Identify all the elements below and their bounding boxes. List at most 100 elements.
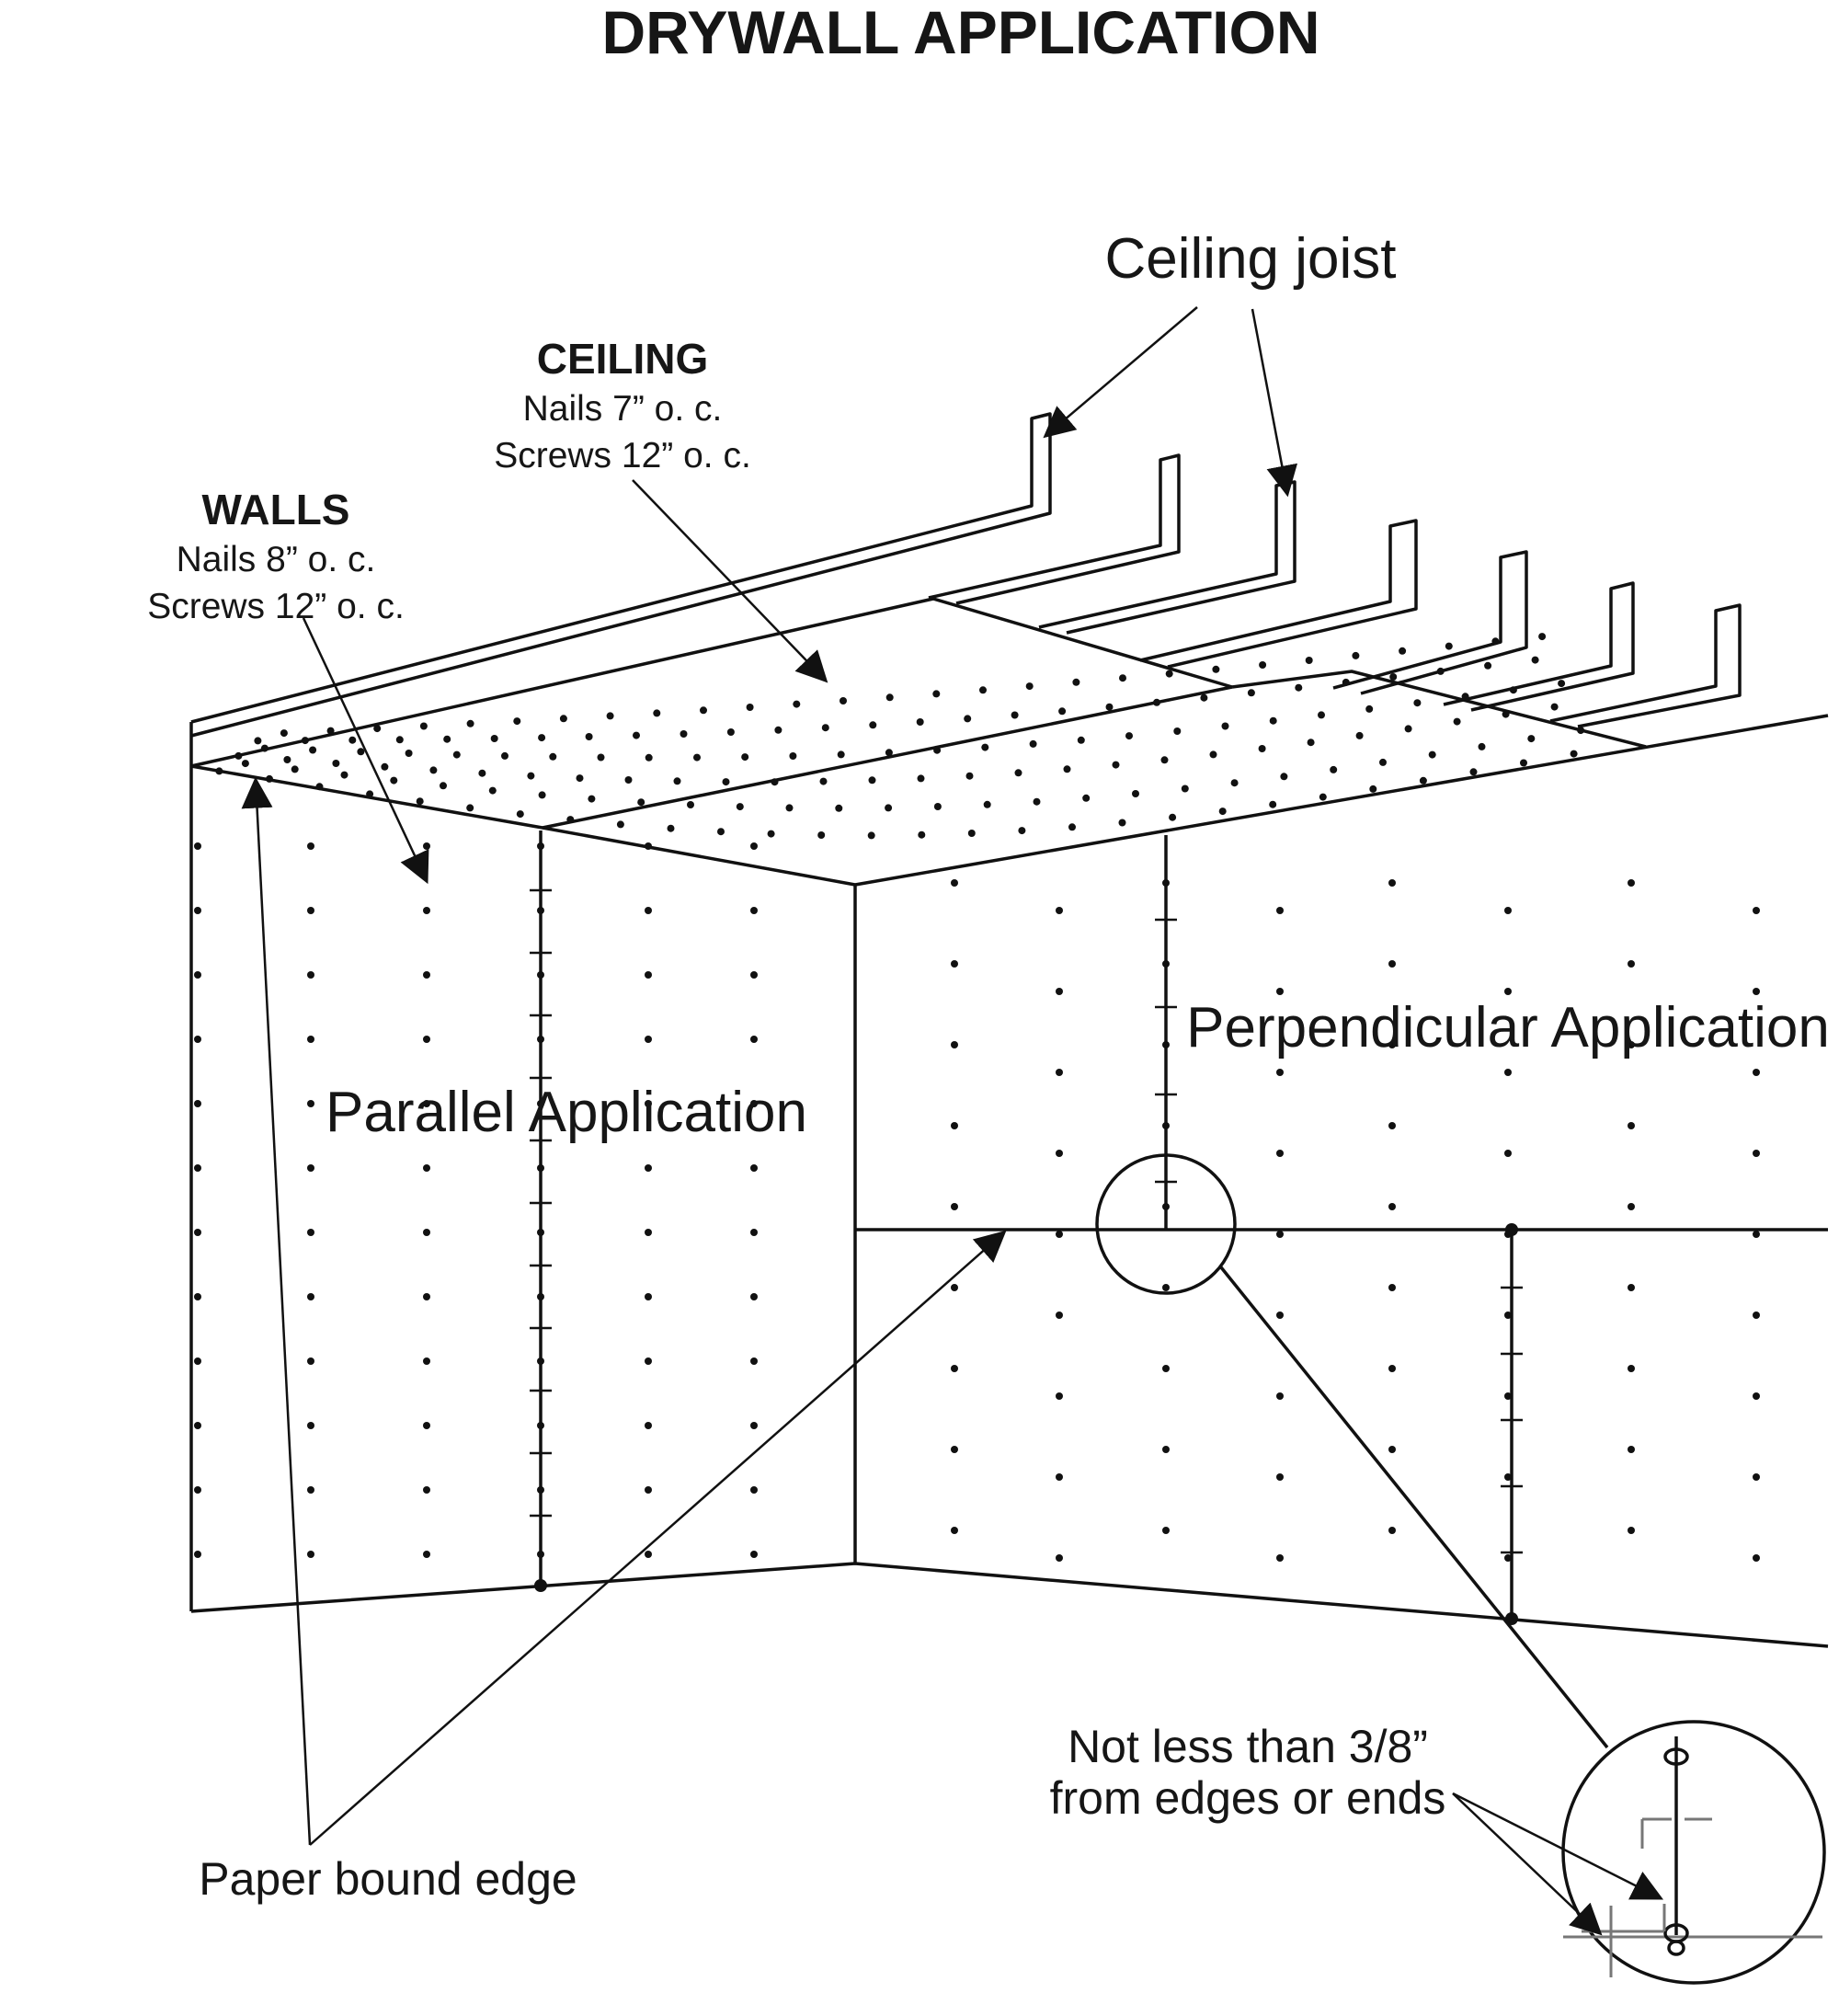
fastener-dot: [750, 842, 758, 850]
fastener-dot: [1221, 722, 1229, 730]
fastener-dot: [750, 1422, 758, 1429]
fastener-dot: [1119, 674, 1126, 682]
fastener-dot: [1276, 1312, 1284, 1319]
fastener-dot: [1276, 1231, 1284, 1238]
fastener-dot: [1628, 1203, 1635, 1210]
fastener-dot: [1063, 765, 1071, 773]
joist-6: [1443, 581, 1635, 712]
fastener-dot: [645, 1486, 652, 1494]
joist-5: [1332, 550, 1528, 695]
fastener-dot: [1209, 750, 1217, 759]
fastener-dot: [194, 1100, 201, 1107]
fastener-dot: [340, 771, 348, 779]
fastener-dot: [307, 1357, 314, 1365]
fastener-dot: [1399, 647, 1407, 655]
fastener-dot: [667, 824, 675, 832]
fastener-dot: [726, 728, 735, 736]
ceiling-panels: [190, 597, 1829, 887]
fastener-dot: [837, 750, 845, 759]
fastener-dot: [750, 1164, 758, 1172]
fastener-dot: [1453, 717, 1461, 726]
fastener-dot: [1342, 678, 1350, 686]
fastener-dot: [1181, 785, 1189, 793]
fastener-dot: [1173, 727, 1182, 735]
fastener-dot: [1404, 725, 1412, 733]
fastener-dot: [951, 1284, 958, 1291]
fastener-dot: [1033, 797, 1041, 806]
fastener-dot: [1538, 633, 1547, 641]
fastener-dot: [1169, 813, 1177, 821]
fastener-dot: [1218, 808, 1227, 816]
fastener-dot: [1628, 1527, 1635, 1534]
fastener-dot: [585, 733, 593, 740]
fastener-dot: [283, 756, 291, 763]
fastener-dot: [1388, 879, 1396, 887]
fastener-dot: [1295, 683, 1303, 692]
fastener-dot: [750, 1100, 758, 1107]
fastener-dot: [537, 1100, 544, 1107]
fastener-dot: [537, 1486, 544, 1494]
fastener-dot: [1269, 716, 1277, 725]
fastener-dot: [194, 971, 201, 979]
fastener-dot: [559, 715, 567, 723]
fastener-dot: [381, 762, 389, 771]
fastener-dot: [194, 1551, 201, 1558]
fastener-dot: [537, 1551, 544, 1558]
fastener-dot: [1531, 656, 1539, 664]
fastener-dot: [750, 907, 758, 914]
fastener-dot: [194, 842, 201, 850]
fastener-dot: [1436, 667, 1445, 675]
ceiling-nails-spec: Nails 7” o. c.: [523, 389, 723, 429]
edge-distance-line2: from edges or ends: [1050, 1772, 1446, 1824]
fastener-dot: [1388, 1365, 1396, 1372]
fastener-dot: [1504, 1392, 1512, 1400]
fastener-dot: [736, 803, 744, 811]
fastener-dot: [722, 778, 730, 786]
fastener-dot: [307, 842, 314, 850]
fastener-dot: [1280, 773, 1288, 781]
fastener-dot: [645, 1164, 652, 1172]
fastener-dot: [951, 1365, 958, 1372]
fastener-dot: [1379, 758, 1387, 766]
fastener-dot: [405, 750, 413, 757]
fastener-dot: [1504, 1069, 1512, 1076]
fastener-dot: [1276, 1069, 1284, 1076]
fastener-dot: [307, 1036, 314, 1043]
fastener-dot: [1230, 779, 1239, 787]
fastener-dot: [1388, 960, 1396, 968]
fastener-dot: [967, 830, 976, 837]
fastener-dot: [868, 776, 876, 785]
fastener-dot: [488, 786, 497, 795]
fastener-dot: [951, 879, 958, 887]
fastener-dot: [1753, 1312, 1760, 1319]
fastener-dot: [645, 1422, 652, 1429]
fastener-dot: [645, 753, 653, 762]
fastener-dot: [423, 1551, 430, 1558]
fastener-dot: [452, 750, 461, 759]
fastener-dot: [1056, 907, 1063, 914]
fastener-dot: [291, 765, 299, 773]
fastener-dot: [466, 719, 474, 727]
fastener-dot: [1132, 790, 1139, 797]
fastener-dot: [645, 1293, 652, 1300]
fastener-dot: [443, 735, 451, 743]
fastener-dot: [1388, 1527, 1396, 1534]
fastener-dot: [767, 830, 775, 838]
fastener-dot: [885, 804, 893, 812]
fastener-dot: [194, 1422, 201, 1429]
fastener-dot: [1369, 785, 1377, 793]
fastener-dot: [1247, 689, 1255, 697]
fastener-dot: [789, 752, 797, 760]
joist-2: [928, 453, 1181, 605]
fastener-dot: [616, 820, 624, 829]
fastener-dot: [933, 746, 942, 754]
fastener-dot: [537, 1036, 544, 1043]
fastener-dot: [1628, 1122, 1635, 1129]
fastener-dot: [645, 1357, 652, 1365]
fastener-dot: [513, 717, 521, 726]
fastener-dot: [633, 731, 640, 739]
fastener-dot: [1014, 769, 1022, 777]
fastener-dot: [1319, 793, 1327, 801]
fastener-dot: [1504, 988, 1512, 995]
fastener-dot: [687, 801, 694, 808]
